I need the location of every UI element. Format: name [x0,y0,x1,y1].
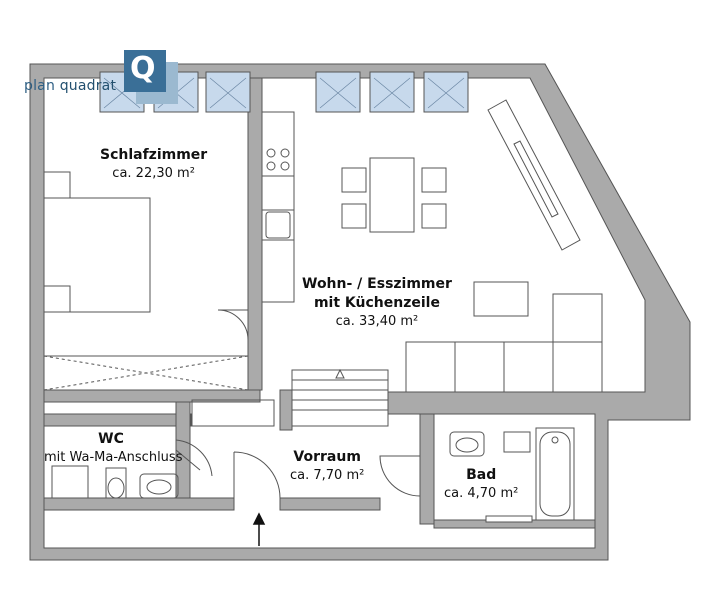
room-name-line2: mit Küchenzeile [313,294,440,311]
logo-mark-letter: Q [130,51,156,86]
bathtub [535,427,575,521]
wardrobe [43,355,249,391]
door-bad [379,455,421,497]
hall-wardrobe [191,399,275,427]
chair [341,203,367,229]
room-area: ca. 7,70 m² [290,467,365,483]
door-wc [175,439,213,477]
room-label-schlafzimmer: Schlafzimmer ca. 22,30 m² [100,146,207,182]
sink [265,211,291,239]
room-area: ca. 4,70 m² [444,485,519,501]
toilet-bowl [107,477,125,499]
stove-burner [266,161,276,171]
room-area: ca. 22,30 m² [112,165,195,181]
coffee-table [473,281,529,317]
dining-table [369,157,415,233]
nightstand [43,171,71,199]
room-subtitle: mit Wa-Ma-Anschluss [44,449,183,465]
room-label-wohnzimmer: Wohn- / Esszimmer mit Küchenzeile ca. 33… [302,275,452,330]
room-area: ca. 33,40 m² [335,313,419,329]
stairs [291,368,389,427]
chair [421,203,447,229]
logo-mark [124,50,166,92]
nightstand [43,285,71,313]
room-name: WC [98,431,124,447]
wc-basin [139,473,179,499]
chair [421,167,447,193]
bath-basin [449,431,485,457]
dining-set [341,157,447,233]
entrance-door [233,451,281,510]
doors [175,309,421,510]
wc-fixtures [51,465,179,499]
room-name: Wohn- / Esszimmer [302,276,452,292]
room-name: Bad [466,467,497,483]
towel-rail [485,515,533,523]
chair [341,167,367,193]
sofa [405,281,603,393]
bedroom-furniture [43,171,249,391]
room-label-vorraum: Vorraum ca. 7,70 m² [290,448,364,484]
entrance-arrow-icon [252,512,266,546]
stove-burner [266,148,276,158]
room-name: Schlafzimmer [100,147,208,163]
stove-burner [280,148,290,158]
logo-wordmark: plan quadrat [24,78,117,94]
stove-burner [280,161,290,171]
planquadrat-logo: Q plan quadrat [24,50,174,100]
window-crosses [103,77,465,109]
bed [43,197,151,313]
room-label-wc: WC mit Wa-Ma-Anschluss [44,430,183,466]
washing-machine [51,465,89,499]
door-bedroom [217,309,249,341]
kitchen-counter [261,111,295,303]
bath-fixtures [449,427,575,523]
room-label-bad: Bad ca. 4,70 m² [444,466,518,502]
room-name: Vorraum [293,449,361,465]
sideboard [487,99,581,251]
